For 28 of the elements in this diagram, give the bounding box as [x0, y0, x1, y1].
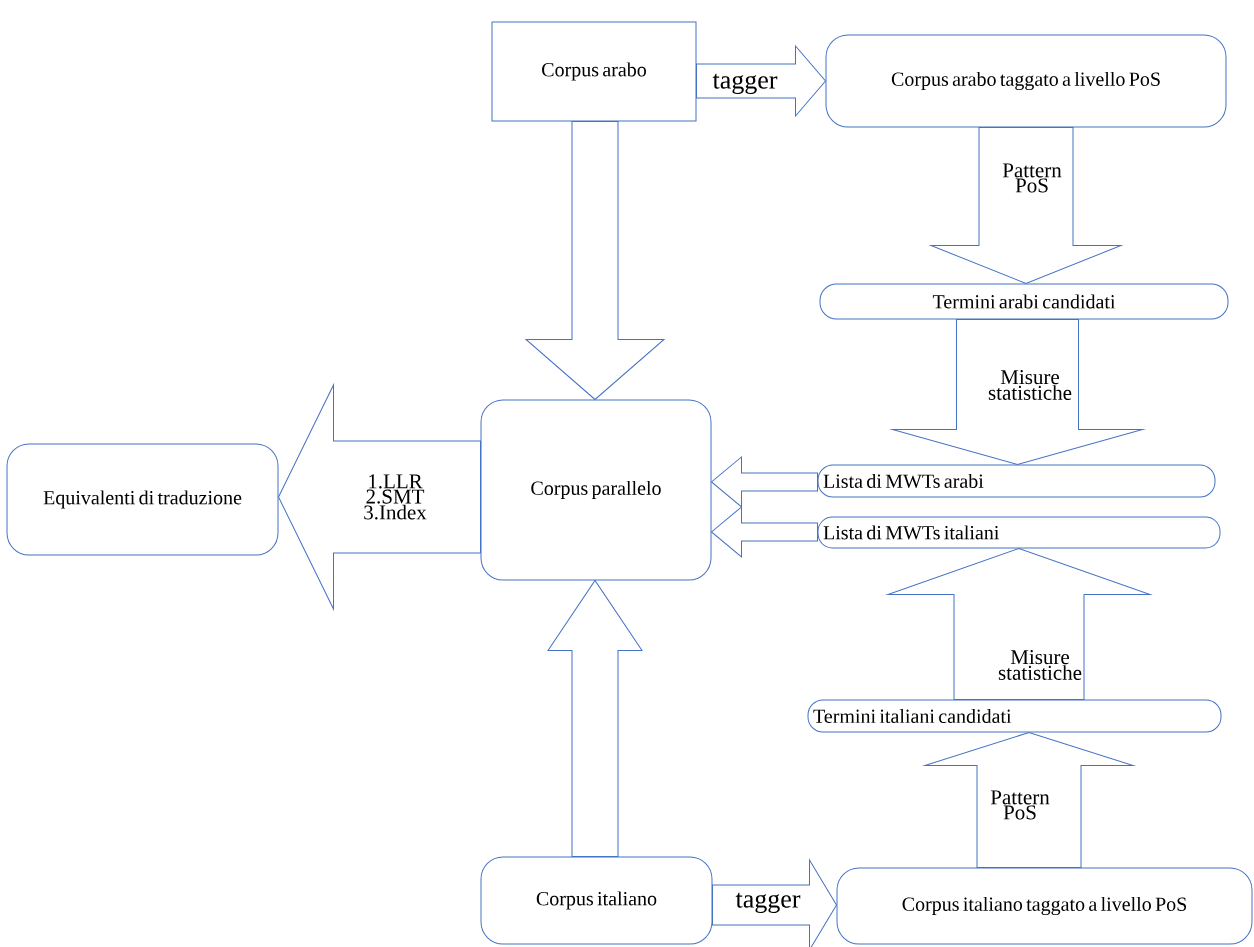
- rounded-box: Lista di MWTs italiani: [817, 516, 1221, 549]
- block-arrow: [278, 384, 481, 610]
- edge-label: tagger: [735, 892, 801, 914]
- rounded-box: Termini italiani candidati: [807, 699, 1222, 733]
- rounded-box: Corpus italiano: [480, 856, 713, 945]
- edge-label: Misure statistiche: [998, 650, 1082, 680]
- block-arrow: [696, 45, 826, 117]
- block-arrow: [711, 456, 818, 508]
- block-arrow: [924, 732, 1134, 868]
- rounded-box: Termini arabi candidati: [819, 283, 1229, 320]
- edge-label: Misure statistiche: [988, 370, 1072, 400]
- edge-label: Pattern PoS: [990, 790, 1050, 820]
- block-arrow: [892, 319, 1143, 465]
- rounded-box: Corpus italiano taggato a livello PoS: [836, 867, 1253, 945]
- process-box: Corpus arabo: [491, 21, 697, 122]
- edge-label: 1.LLR 2.SMT 3.Index: [364, 474, 427, 520]
- block-arrow: [887, 548, 1151, 700]
- block-arrow: [711, 506, 818, 558]
- edge-label: tagger: [712, 73, 778, 95]
- block-arrow: [547, 580, 643, 857]
- rounded-box: Corpus arabo taggato a livello PoS: [825, 34, 1227, 128]
- edge-label: Pattern PoS: [1002, 163, 1062, 193]
- block-arrow: [712, 859, 837, 947]
- rounded-box: Equivalenti di traduzione: [6, 443, 279, 556]
- rounded-box: Corpus parallelo: [480, 399, 712, 581]
- block-arrow: [525, 121, 665, 400]
- rounded-box: Lista di MWTs arabi: [817, 464, 1216, 498]
- block-arrow: [930, 127, 1122, 284]
